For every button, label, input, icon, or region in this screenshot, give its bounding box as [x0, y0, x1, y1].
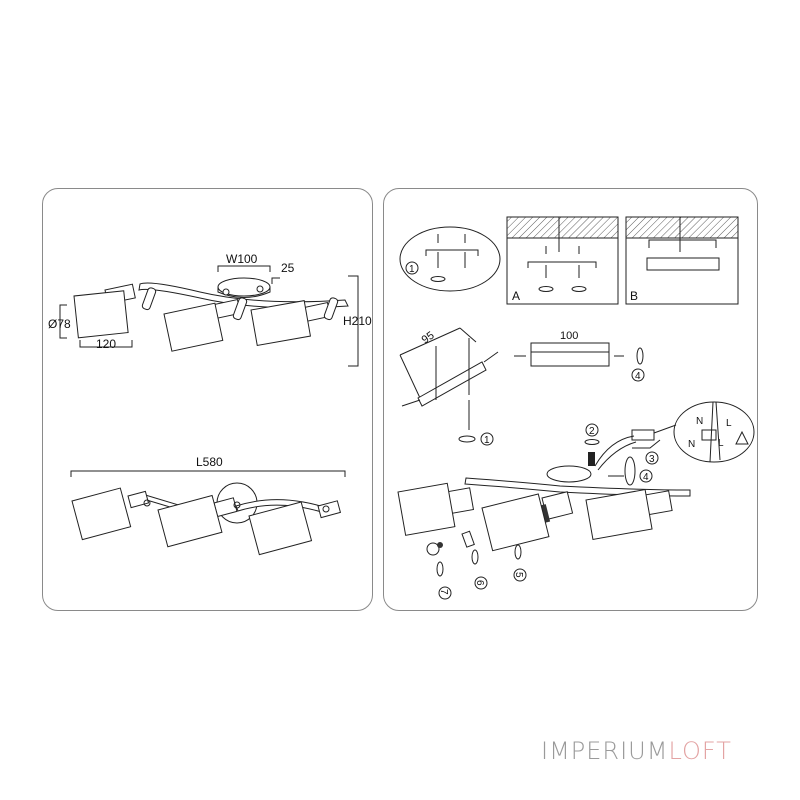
high-voltage-icon	[735, 430, 749, 445]
step-badge: 5	[513, 572, 524, 578]
length-dimension: L580	[196, 455, 223, 469]
step-badge: 4	[643, 472, 649, 483]
wiring-detail: 2 3 N L N L 4	[584, 401, 755, 486]
step-badge: 4	[635, 371, 641, 382]
height-dimension: H210	[343, 314, 372, 328]
brand-part2: LOFT	[668, 737, 732, 765]
terminal-l: L	[726, 418, 732, 429]
diameter-dimension: Ø78	[48, 317, 71, 331]
step-badge: 1	[484, 435, 490, 446]
brand-logo: IMPERIUMLOFT	[541, 737, 732, 765]
step-badge: 7	[438, 589, 449, 595]
variant-b-label: B	[630, 289, 638, 303]
fixture-bottom-view: L580	[70, 455, 346, 556]
mounting-variant-a: A	[506, 216, 619, 305]
dimensions-panel	[42, 188, 373, 611]
depth-dimension: 25	[281, 261, 295, 275]
step-badge: 3	[649, 454, 655, 465]
brand-part1: IMPERIUM	[541, 737, 669, 765]
step-badge: 1	[409, 264, 415, 275]
mounting-variant-b: B	[625, 216, 739, 305]
step-badge: 6	[474, 580, 485, 586]
terminal-n: N	[696, 416, 703, 427]
variant-a-label: A	[512, 289, 520, 303]
terminal-n-2: N	[688, 439, 695, 450]
step-badge: 2	[589, 426, 595, 437]
plate-width-label: 100	[560, 330, 578, 342]
terminal-l-2: L	[718, 438, 724, 449]
shade-length-dimension: 120	[96, 337, 116, 351]
width-dimension: W100	[226, 252, 258, 266]
anchor-detail: 1	[399, 226, 501, 292]
mounting-plate: 100 4	[514, 330, 645, 382]
mounting-bracket: 95 1	[399, 327, 499, 446]
fixture-side-view: W100 25 Ø78 120 H210	[48, 252, 372, 367]
assembled-fixture: 7 6 5	[397, 465, 691, 600]
bracket-width-label: 95	[420, 330, 437, 347]
